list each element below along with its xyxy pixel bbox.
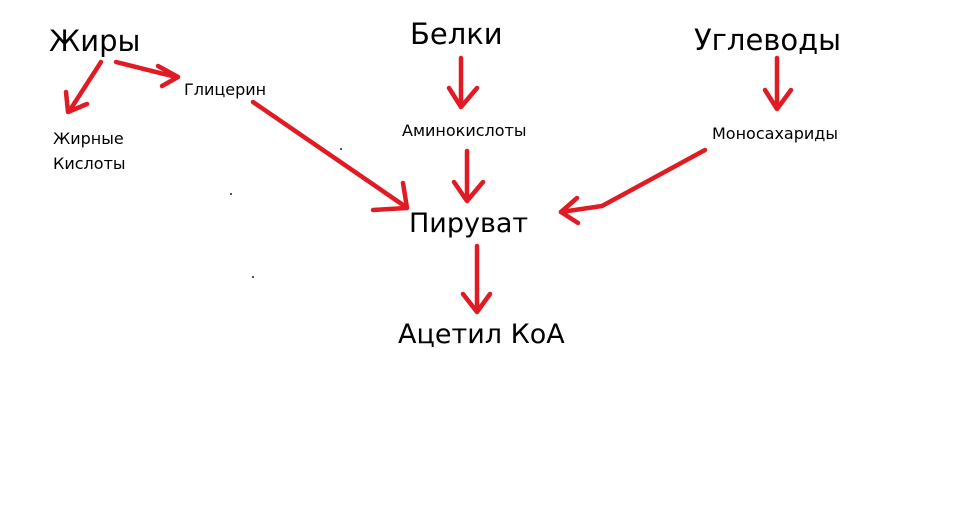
arrow-fats-to-fatty-acids: [63, 59, 104, 115]
speck-mark: [340, 148, 342, 150]
node-carbohydrates: Углеводы: [694, 23, 842, 57]
node-acetyl-coa: Ацетил КоА: [398, 319, 565, 350]
arrow-glycerol-to-pyruvate: [250, 99, 410, 213]
arrow-pyruvate-to-acetyl-coa: [460, 243, 493, 315]
node-fats: Жиры: [49, 24, 141, 58]
node-amino-acids: Аминокислоты: [402, 121, 527, 140]
arrow-monosaccharides-to-pyruvate: [558, 147, 708, 226]
node-glycerol: Глицерин: [184, 80, 267, 99]
arrow-fats-to-glycerol: [113, 59, 181, 89]
node-fatty-acids-line1: Жирные: [53, 129, 124, 148]
node-pyruvate: Пируват: [409, 208, 529, 239]
node-fatty-acids: Жирные Кислоты: [53, 127, 126, 177]
arrow-proteins-to-amino-acids: [446, 55, 480, 110]
node-proteins: Белки: [410, 17, 503, 51]
speck-mark: [230, 193, 232, 195]
arrow-amino-acids-to-pyruvate: [451, 148, 486, 204]
node-monosaccharides: Моносахариды: [712, 124, 838, 143]
speck-mark: [252, 276, 254, 278]
node-fatty-acids-line2: Кислоты: [53, 153, 126, 173]
arrow-carbohydrates-to-monosaccharides: [762, 55, 794, 112]
